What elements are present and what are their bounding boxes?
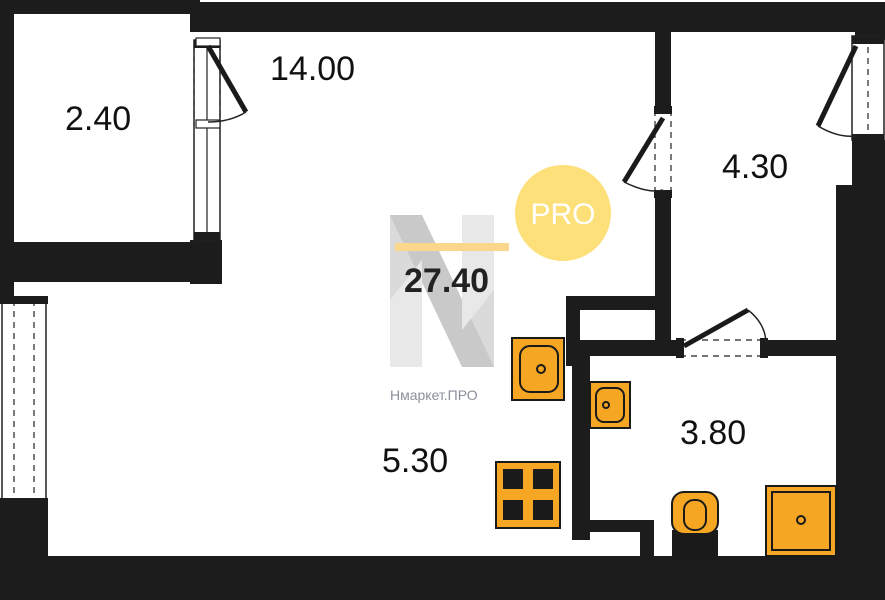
door-bathroom xyxy=(676,307,768,358)
toilet xyxy=(671,491,719,560)
accent-bar xyxy=(395,243,509,251)
window-left xyxy=(0,296,48,506)
door-entrance xyxy=(815,44,859,138)
door-loggia xyxy=(193,37,249,129)
area-living: 14.00 xyxy=(270,50,355,88)
bathroom-sink xyxy=(589,381,631,429)
area-bathroom: 3.80 xyxy=(680,414,746,452)
window-right xyxy=(851,35,885,142)
area-loggia: 2.40 xyxy=(65,100,131,138)
pro-badge-text: PRO xyxy=(530,198,595,231)
kitchen-sink xyxy=(511,337,565,401)
watermark-logo xyxy=(390,215,509,367)
watermark-text: Нмаркет.ПРО xyxy=(390,387,478,403)
area-kitchen: 5.30 xyxy=(382,442,448,480)
total-area: 27.40 xyxy=(404,262,489,300)
area-hall: 4.30 xyxy=(722,148,788,186)
pro-badge: PRO xyxy=(515,165,611,261)
window-loggia xyxy=(193,39,221,241)
shower-tray xyxy=(765,485,837,557)
stove xyxy=(495,461,561,529)
door-hall xyxy=(621,106,672,198)
